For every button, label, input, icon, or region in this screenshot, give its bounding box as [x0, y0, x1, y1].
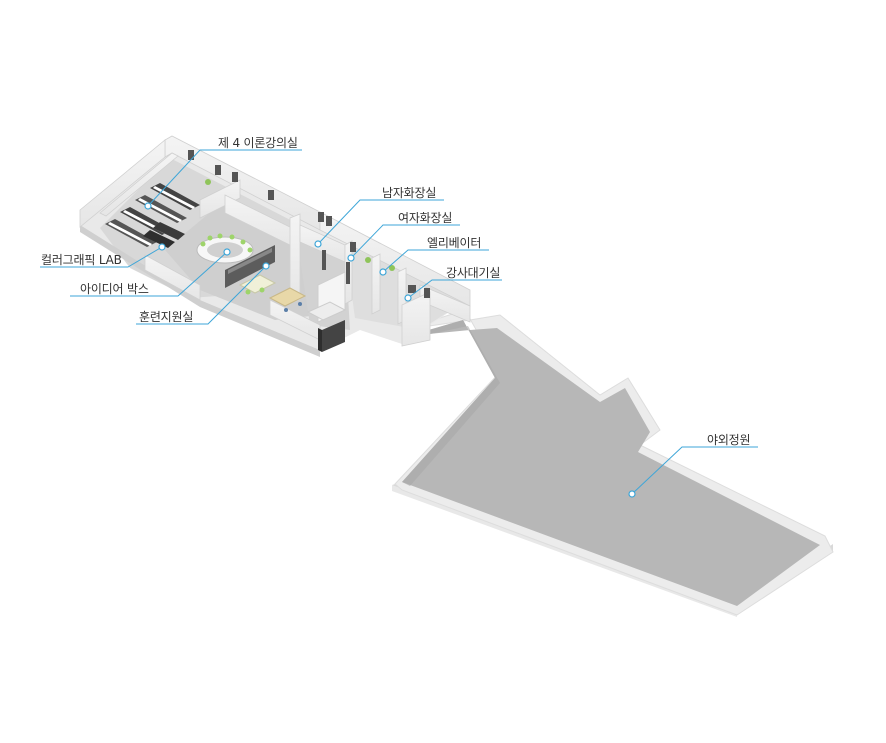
- leader-color-lab: [40, 246, 163, 268]
- leader-womens: [350, 224, 460, 259]
- label-color-graphic-lab: 컬러그래픽 LAB: [41, 253, 122, 267]
- dot-mens: [314, 240, 322, 248]
- walls: [79, 135, 471, 347]
- dot-color-lab: [158, 243, 166, 251]
- leader-garden: [631, 446, 758, 495]
- windows: [188, 150, 430, 298]
- callout-dots: [144, 202, 636, 498]
- leader-idea-box: [70, 251, 228, 297]
- leader-mens: [317, 199, 444, 245]
- label-training-support-room: 훈련지원실: [139, 310, 194, 324]
- stair-core: [306, 271, 347, 352]
- garden-slab: [392, 309, 834, 617]
- dot-garden: [628, 490, 636, 498]
- training-furniture: [238, 274, 307, 312]
- leader-training: [136, 265, 267, 325]
- plants: [205, 179, 395, 271]
- label-instructor-lounge: 강사대기실: [446, 266, 501, 280]
- dot-womens: [347, 254, 355, 262]
- dot-lounge: [404, 294, 412, 302]
- label-elevator: 엘리베이터: [427, 236, 482, 250]
- dot-idea-box: [223, 248, 231, 256]
- label-lecture-room-4: 제 4 이론강의실: [218, 136, 298, 150]
- leader-lecture4: [147, 149, 302, 207]
- dot-elevator: [379, 268, 387, 276]
- label-womens-restroom: 여자화장실: [398, 211, 453, 225]
- leader-elevator: [382, 249, 489, 273]
- lecture-desks: [105, 183, 200, 248]
- callout-leaders: [40, 149, 758, 495]
- dot-training: [262, 262, 270, 270]
- label-mens-restroom: 남자화장실: [382, 186, 437, 200]
- dot-lecture4: [144, 202, 152, 210]
- glass-partition: [225, 245, 275, 288]
- label-idea-box: 아이디어 박스: [80, 282, 149, 296]
- leader-lounge: [407, 279, 502, 299]
- label-outdoor-garden: 야외정원: [707, 433, 751, 447]
